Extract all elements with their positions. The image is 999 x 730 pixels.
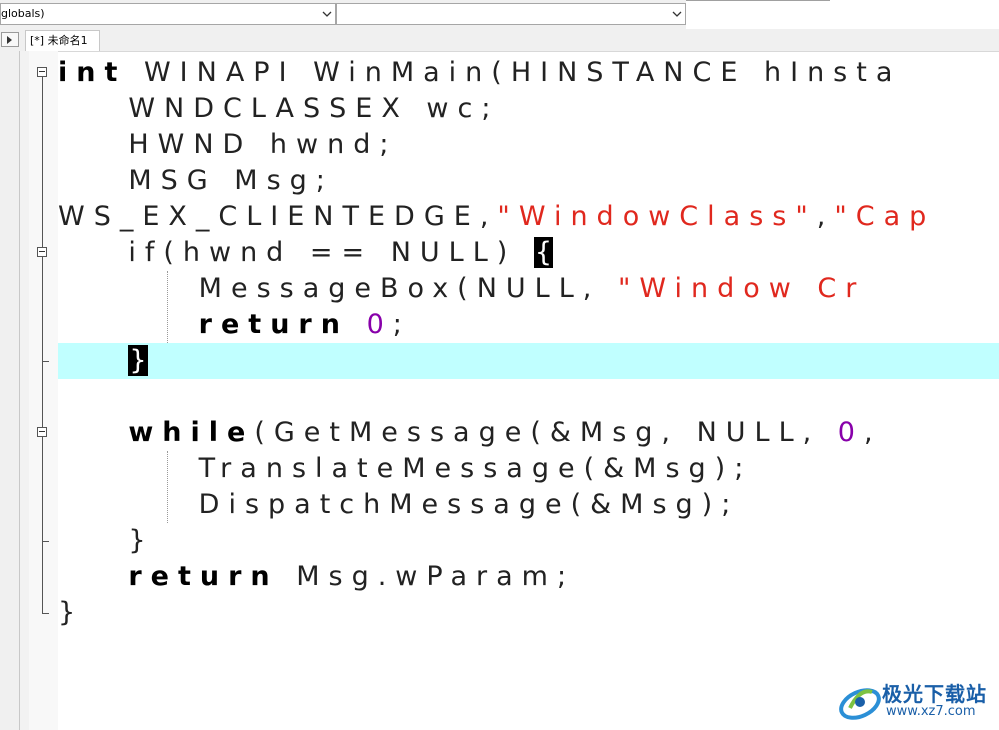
code-token: int xyxy=(58,57,127,88)
code-token xyxy=(58,309,199,340)
code-line[interactable]: MSG Msg; xyxy=(58,163,334,199)
code-line[interactable]: WS_EX_CLIENTEDGE,"WindowClass","Cap xyxy=(58,199,935,235)
code-line[interactable]: } xyxy=(58,523,155,559)
code-line[interactable]: DispatchMessage(&Msg); xyxy=(58,487,739,523)
code-token: } xyxy=(58,525,155,556)
indent-guide xyxy=(167,451,168,523)
code-token: return xyxy=(198,309,349,340)
code-line[interactable]: TranslateMessage(&Msg); xyxy=(58,451,752,487)
member-combo[interactable] xyxy=(336,3,686,25)
code-token: "Cap xyxy=(834,201,936,232)
code-line[interactable]: } xyxy=(58,343,148,379)
code-token: (GetMessage(&Msg, NULL, xyxy=(254,417,838,448)
code-token: Msg.wParam; xyxy=(278,561,576,592)
code-line[interactable]: MessageBox(NULL, "Window Cr xyxy=(58,271,865,307)
fold-end-marker xyxy=(42,361,49,362)
toolbar-empty-area xyxy=(686,0,999,29)
code-token: , xyxy=(816,201,835,232)
chevron-down-icon xyxy=(322,11,332,17)
fold-end-marker xyxy=(42,613,49,614)
code-token: HWND hwnd; xyxy=(58,129,398,160)
code-token: { xyxy=(533,237,554,268)
code-line[interactable]: if(hwnd == NULL) { xyxy=(58,235,554,271)
code-token: WINAPI WinMain(HINSTANCE hInsta xyxy=(126,57,902,88)
code-token: 0 xyxy=(366,309,393,340)
fold-toggle-function[interactable] xyxy=(37,67,47,77)
code-token: if(hwnd == NULL) xyxy=(58,237,534,268)
toolbar-divider xyxy=(686,0,830,1)
watermark-url: www.xz7.com xyxy=(886,704,976,719)
code-token: , xyxy=(863,417,882,448)
scope-combo-value: globals) xyxy=(1,7,45,20)
code-token: MSG Msg; xyxy=(58,165,334,196)
code-token: DispatchMessage(&Msg); xyxy=(58,489,740,520)
code-token: TranslateMessage(&Msg); xyxy=(58,453,753,484)
code-token: ; xyxy=(392,309,411,340)
code-line[interactable]: return Msg.wParam; xyxy=(58,559,575,595)
line-number-gutter xyxy=(20,51,29,730)
code-token: 0 xyxy=(837,417,864,448)
code-token: MessageBox(NULL, xyxy=(58,273,618,304)
tab-untitled-1[interactable]: [*] 未命名1 xyxy=(25,30,100,51)
fold-margin xyxy=(29,51,58,730)
current-line-highlight xyxy=(58,343,999,379)
code-editor[interactable]: int WINAPI WinMain(HINSTANCE hInsta WNDC… xyxy=(58,51,999,730)
code-token: while xyxy=(128,417,255,448)
code-line[interactable]: int WINAPI WinMain(HINSTANCE hInsta xyxy=(58,55,901,91)
code-line[interactable]: WNDCLASSEX wc; xyxy=(58,91,499,127)
left-panel-edge xyxy=(0,51,20,730)
class-browser-toolbar: globals) xyxy=(0,0,999,29)
fold-toggle-while-block[interactable] xyxy=(37,427,47,437)
code-token: return xyxy=(128,561,279,592)
watermark: 极光下载站 www.xz7.com xyxy=(838,676,998,726)
chevron-down-icon xyxy=(672,11,682,17)
indent-guide xyxy=(167,271,168,343)
code-token: } xyxy=(128,345,148,376)
editor-tab-strip: [*] 未命名1 xyxy=(0,29,999,52)
fold-guide-line xyxy=(42,77,43,613)
code-token: } xyxy=(58,597,85,628)
code-token: "WindowClass" xyxy=(497,201,817,232)
watermark-logo-icon xyxy=(839,688,881,720)
code-token: WNDCLASSEX wc; xyxy=(58,93,500,124)
fold-end-marker xyxy=(42,541,49,542)
code-token xyxy=(58,561,128,592)
code-line[interactable]: while(GetMessage(&Msg, NULL, 0, xyxy=(58,415,882,451)
code-token: "Window Cr xyxy=(617,273,866,304)
code-token xyxy=(349,309,367,340)
code-line[interactable]: HWND hwnd; xyxy=(58,127,397,163)
tab-scroll-right-button[interactable] xyxy=(1,32,19,47)
triangle-right-icon xyxy=(7,36,12,44)
watermark-title: 极光下载站 xyxy=(882,682,987,706)
scope-combo[interactable]: globals) xyxy=(0,3,336,25)
code-token: WS_EX_CLIENTEDGE, xyxy=(58,201,498,232)
code-line[interactable]: } xyxy=(58,595,84,631)
fold-toggle-if-block[interactable] xyxy=(37,247,47,257)
code-line[interactable]: return 0; xyxy=(58,307,411,343)
code-token xyxy=(58,345,128,376)
code-token xyxy=(58,417,128,448)
